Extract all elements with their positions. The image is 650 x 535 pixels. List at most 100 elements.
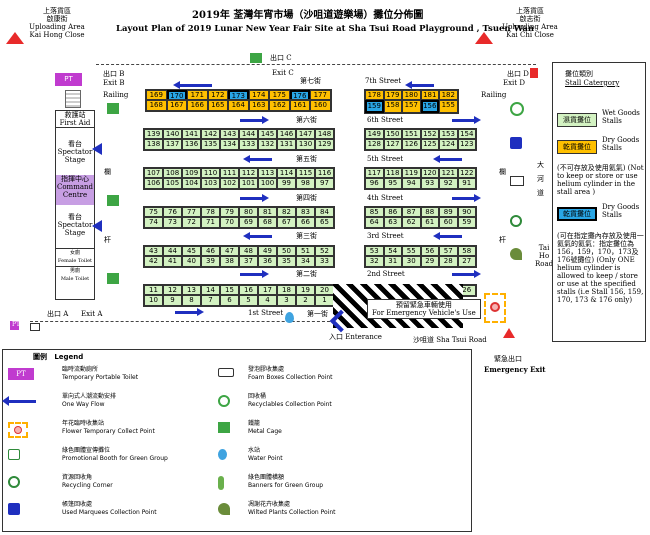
street-4-en: 4th Street (367, 194, 404, 202)
uploading-arrow-icon (6, 32, 24, 44)
exit-a-en: Exit A (81, 310, 103, 318)
railing-gan-label: 杆 (104, 236, 111, 244)
legend-panel (2, 349, 472, 532)
one-way-arrow-icon (433, 232, 462, 240)
marquee-icon (510, 137, 522, 149)
stall-6: 6 (220, 295, 239, 306)
stall-129: 129 (315, 139, 334, 150)
stall-9: 9 (163, 295, 182, 306)
emergency-exit-en: Emergency Exit (484, 365, 546, 374)
stall-159: 159 (365, 100, 384, 113)
stall-69: 69 (239, 217, 258, 228)
stall-132: 132 (258, 139, 277, 150)
stall-29: 29 (420, 256, 439, 267)
exit-d-marker-icon (530, 68, 538, 78)
stall-39: 39 (201, 256, 220, 267)
stage-arrow-icon (92, 143, 102, 155)
stall-127: 127 (383, 139, 402, 150)
street-2-zh: 第二街 (296, 270, 317, 278)
stage-arrow-icon (92, 220, 102, 232)
stall-37: 37 (239, 256, 258, 267)
wilted-plant-icon (510, 248, 522, 260)
one-way-arrow-icon (173, 81, 212, 89)
special-note: (可在指定攤內存放及使用一氦氣的氦氣：指定攤位為156，159，170，173及… (557, 232, 644, 304)
stall-160: 160 (310, 100, 331, 111)
stall-155: 155 (439, 100, 458, 113)
stall-60: 60 (439, 217, 458, 228)
stall-30: 30 (402, 256, 421, 267)
stall-130: 130 (296, 139, 315, 150)
one-way-arrow-icon (240, 194, 269, 202)
stall-legend-title-en: Stall Catergory (565, 79, 620, 87)
stall-74: 74 (144, 217, 163, 228)
dry-swatch: 乾貨攤位 (557, 140, 597, 154)
stall-64: 64 (365, 217, 384, 228)
stairs-icon (65, 90, 81, 108)
stall-101: 101 (239, 178, 258, 189)
street-6-en: 6th Street (367, 116, 404, 124)
street-1-en: 1st Street (248, 309, 284, 317)
stall-165: 165 (207, 100, 228, 111)
stall-legend-title-zh: 攤位類別 (565, 70, 593, 78)
stall-8: 8 (182, 295, 201, 306)
metal-cage-icon (250, 53, 262, 63)
dry-note: (不可存放及使用氦氣) (Not to keep or store or use… (557, 164, 644, 196)
stall-167: 167 (166, 100, 187, 111)
street-3-en: 3rd Street (367, 232, 404, 240)
recycling-corner-icon (8, 476, 20, 488)
water-point-icon (285, 312, 294, 323)
stall-38: 38 (220, 256, 239, 267)
stall-104: 104 (182, 178, 201, 189)
wet-label: Wet Goods Stalls (602, 109, 640, 125)
stall-163: 163 (248, 100, 269, 111)
stall-41: 41 (163, 256, 182, 267)
stall-100: 100 (258, 178, 277, 189)
stall-66: 66 (296, 217, 315, 228)
metal-cage-icon (218, 422, 230, 433)
stall-70: 70 (220, 217, 239, 228)
one-way-arrow-icon (175, 308, 204, 316)
stall-42: 42 (144, 256, 163, 267)
exit-b-en: Exit B (103, 79, 125, 87)
title-en: Layout Plan of 2019 Lunar New Year Fair … (116, 24, 535, 34)
stall-124: 124 (439, 139, 458, 150)
stall-102: 102 (220, 178, 239, 189)
stall-123: 123 (457, 139, 476, 150)
stall-34: 34 (296, 256, 315, 267)
street-7-zh: 第七街 (300, 77, 321, 85)
stall-99: 99 (277, 178, 296, 189)
recycling-corner-icon (510, 215, 522, 227)
stall-103: 103 (201, 178, 220, 189)
emergency-exit-zh: 緊急出口 (494, 355, 522, 363)
stall-3: 3 (277, 295, 296, 306)
stall-135: 135 (201, 139, 220, 150)
stall-1: 1 (315, 295, 334, 306)
railing-gan-label-right: 杆 (499, 236, 506, 244)
stall-65: 65 (315, 217, 334, 228)
stall-4: 4 (258, 295, 277, 306)
stall-157: 157 (402, 100, 421, 113)
marquee-icon (8, 503, 20, 515)
one-way-arrow-icon (452, 194, 481, 202)
railing-left: Railing (103, 91, 129, 99)
stall-136: 136 (182, 139, 201, 150)
stall-category-panel (552, 62, 646, 342)
stall-92: 92 (439, 178, 458, 189)
stall-97: 97 (315, 178, 334, 189)
